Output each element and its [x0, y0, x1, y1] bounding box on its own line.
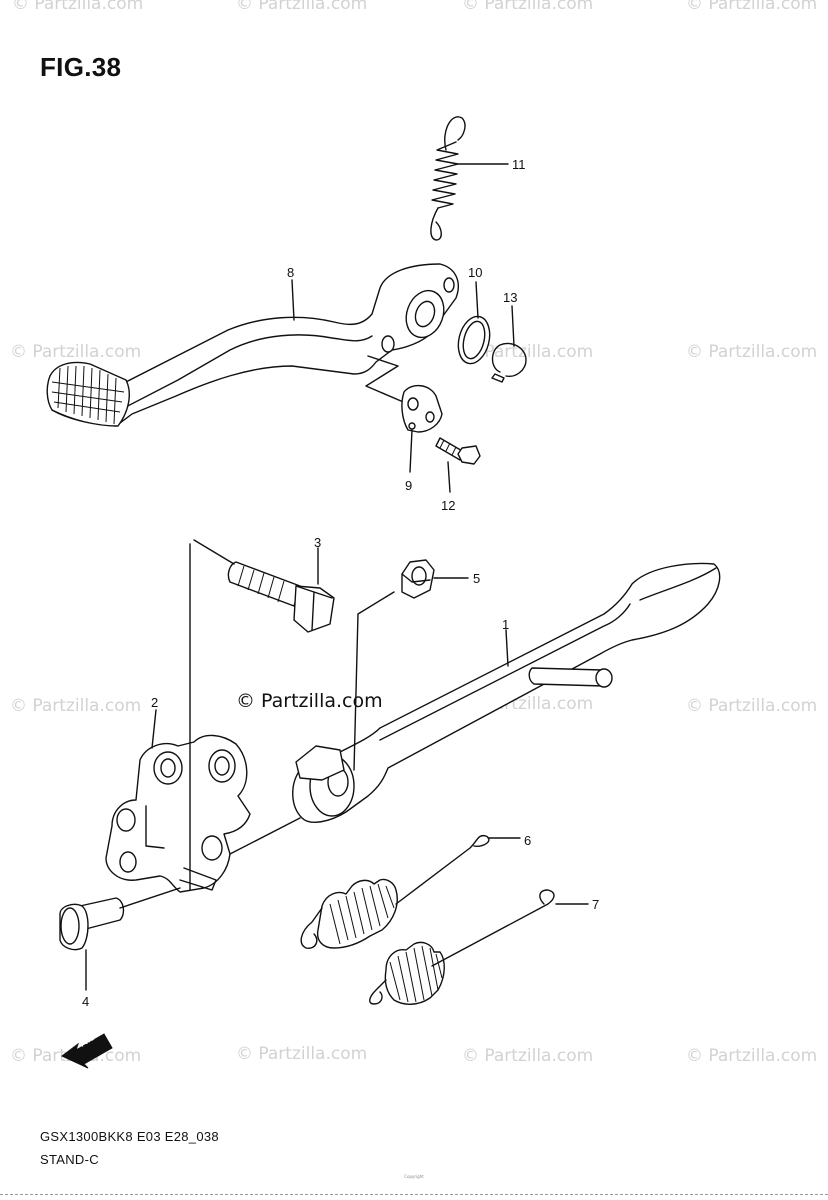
part-6-spring — [300, 834, 490, 949]
forward-arrow-icon — [61, 1033, 113, 1069]
copyright-note: Copyright — [404, 1174, 424, 1179]
part-4-pivot-bolt — [59, 897, 125, 951]
callout-8: 8 — [287, 265, 295, 280]
part-1-side-stand — [292, 562, 721, 823]
part-7-spring — [369, 889, 555, 1005]
part-3-bolt — [227, 561, 335, 633]
watermark-main: © Partzilla.com — [236, 690, 383, 712]
callout-7: 7 — [592, 897, 600, 912]
part-12-bolt — [435, 437, 481, 465]
watermark: © Partzilla.com — [12, 0, 144, 14]
watermark: © Partzilla.com — [236, 0, 368, 14]
part-8-shift-lever — [46, 263, 459, 427]
watermark: © Partzilla.com — [686, 0, 818, 14]
callout-5: 5 — [473, 571, 481, 586]
callout-9: 9 — [405, 478, 413, 493]
callout-3: 3 — [314, 535, 322, 550]
callout-13: 13 — [503, 290, 518, 305]
watermark: © Partzilla.com — [462, 0, 594, 14]
part-13-e-ring — [491, 342, 527, 383]
part-2-bracket — [105, 734, 251, 893]
page-bottom-rule — [0, 1194, 828, 1195]
watermark: © Partzilla.com — [686, 696, 818, 716]
watermark: © Partzilla.com — [686, 1046, 818, 1066]
watermark: © Partzilla.com — [462, 342, 594, 362]
callout-10: 10 — [468, 265, 483, 280]
callout-1: 1 — [502, 617, 510, 632]
part-11-spring — [430, 116, 466, 241]
callout-11: 11 — [512, 157, 526, 172]
watermark: © Partzilla.com — [462, 1046, 594, 1066]
part-10-washer — [457, 315, 491, 365]
part-5-nut — [401, 559, 435, 599]
watermark: © Partzilla.com — [10, 696, 142, 716]
watermark: © Partzilla.com — [10, 342, 142, 362]
callout-4: 4 — [82, 994, 90, 1009]
watermark: © Partzilla.com — [686, 342, 818, 362]
assembly-line — [365, 355, 409, 405]
callout-6: 6 — [524, 833, 532, 848]
watermark: © Partzilla.com — [236, 1044, 368, 1064]
figure-title: FIG.38 — [40, 52, 122, 82]
model-code: GSX1300BKK8 E03 E28_038 — [40, 1129, 219, 1144]
callout-12: 12 — [441, 498, 456, 513]
callout-2: 2 — [151, 695, 159, 710]
part-9-plate — [401, 385, 443, 433]
leader-lines — [85, 163, 589, 991]
section-name: STAND-C — [40, 1152, 99, 1167]
